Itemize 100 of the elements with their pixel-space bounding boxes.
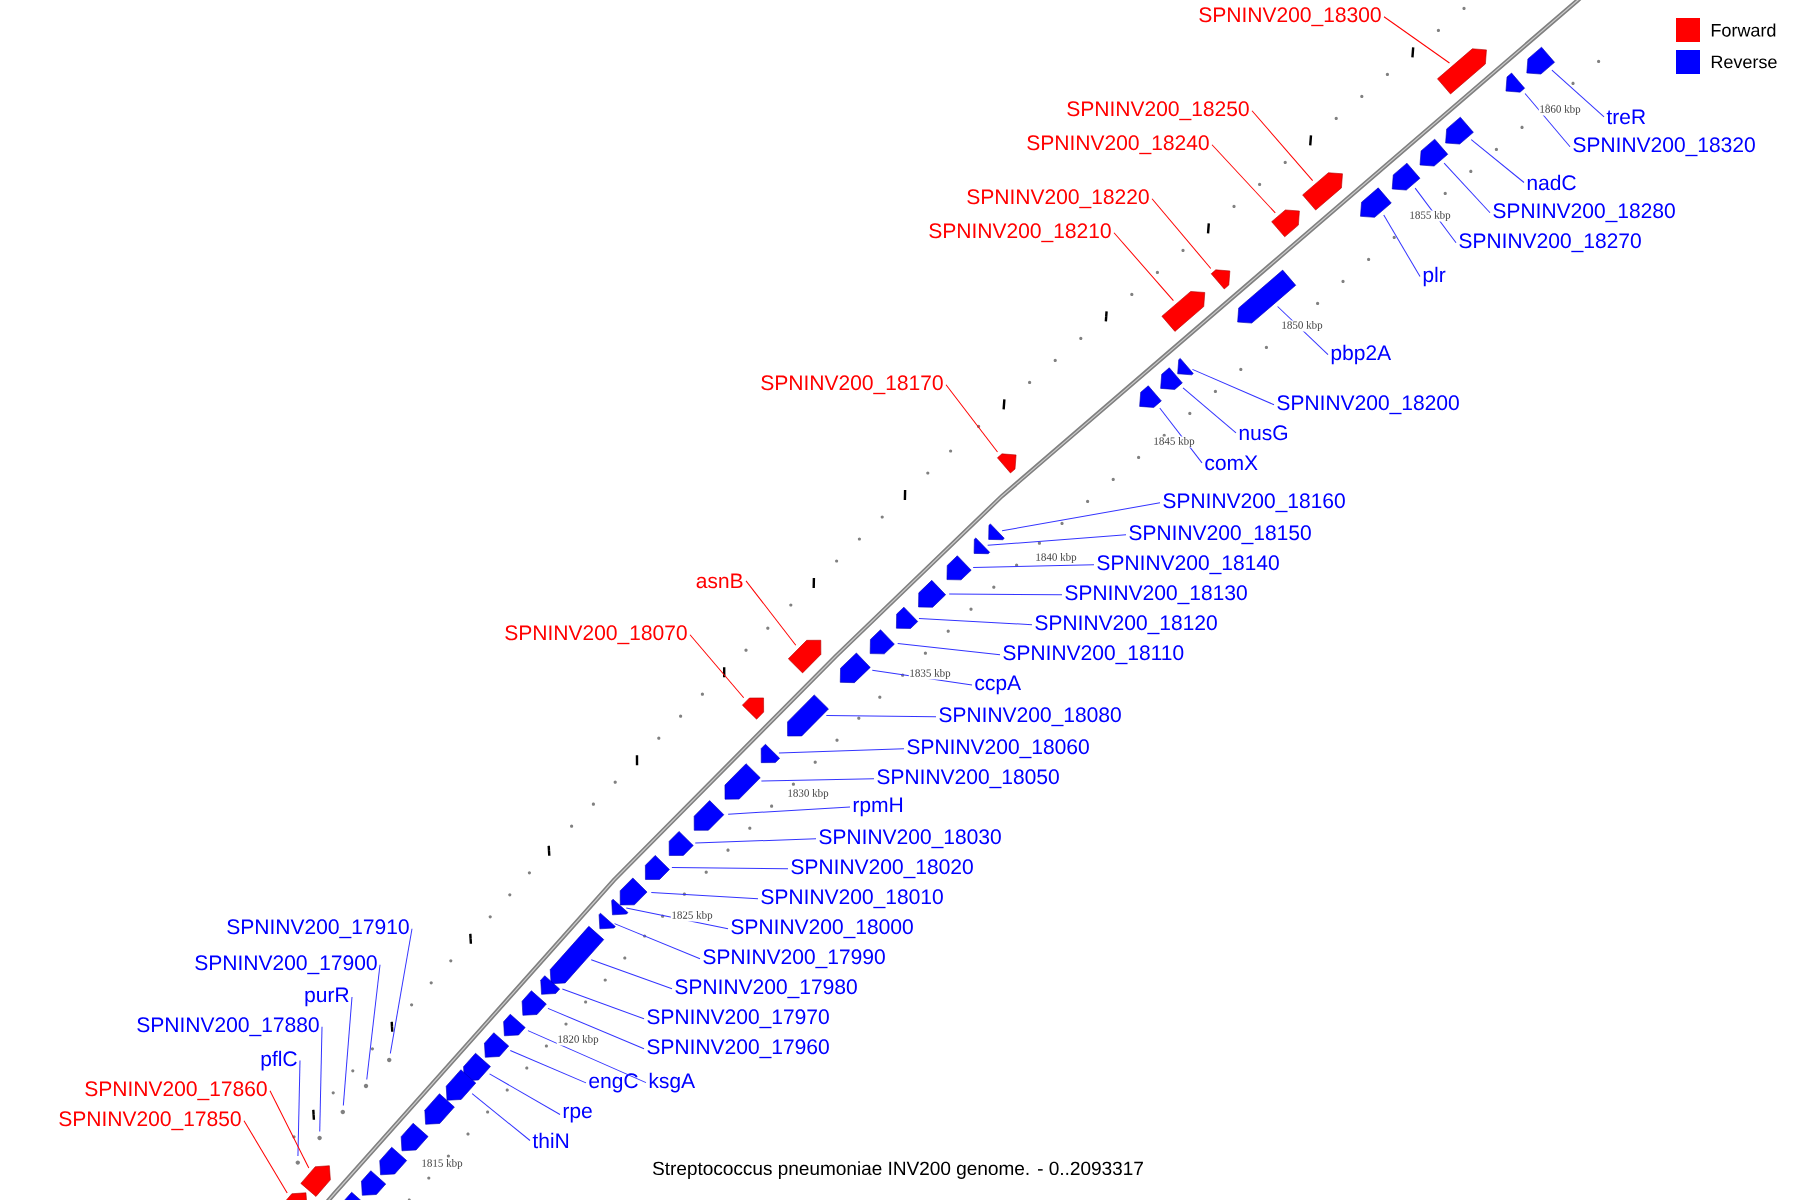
caption: Streptococcus pneumoniae INV200 genome. - 0..2093317 (652, 1161, 1143, 1179)
gene-label: SPNINV200_18030 (819, 829, 1001, 849)
gene-block (1177, 358, 1194, 376)
gene-block (1160, 367, 1183, 390)
leader-line (1383, 214, 1421, 278)
leader-line (987, 534, 1127, 546)
gene-block (503, 1013, 526, 1037)
leader-line (1211, 144, 1276, 214)
gene-label: SPNINV200_18070 (505, 625, 687, 645)
gene-label: asnB (696, 573, 743, 589)
gene-block (1302, 172, 1343, 211)
gene-block (1419, 138, 1449, 167)
gene-label: SPNINV200_18240 (1027, 135, 1209, 155)
gene-block (788, 639, 822, 674)
leader-line (625, 907, 729, 930)
gene-label: SPNINV200_18250 (1067, 101, 1249, 121)
gene-block (379, 1146, 407, 1176)
leader-line (650, 891, 759, 900)
gene-block (1161, 291, 1206, 332)
gene-block (549, 926, 605, 985)
gene-block (724, 763, 761, 800)
gene-label: SPNINV200_18110 (1003, 645, 1184, 665)
leader-line (489, 1073, 561, 1116)
leader-line (342, 996, 353, 1106)
leader-line (1113, 232, 1174, 302)
leader-line (1470, 139, 1525, 183)
leader-line (1443, 162, 1491, 214)
gene-block (521, 990, 547, 1016)
gene-label: nadC (1527, 174, 1576, 191)
leader-line (614, 923, 701, 960)
leader-line (948, 593, 1063, 596)
gene-label: SPNINV200_17990 (703, 949, 885, 969)
gene-block (344, 1191, 367, 1200)
gene-label: SPNINV200_18010 (761, 889, 943, 909)
gene-label: SPNINV200_18050 (877, 769, 1059, 789)
leader-line (1277, 306, 1329, 356)
leader-line (745, 580, 797, 646)
leader-line (1182, 387, 1237, 434)
gene-label: engC (589, 1073, 638, 1093)
gene-label: SPNINV200_18060 (907, 739, 1089, 759)
gene-block (693, 800, 725, 831)
gene-block (1271, 209, 1300, 238)
gene-block (742, 697, 764, 720)
gene-label: SPNINV200_18280 (1493, 203, 1675, 223)
gene-label: SPNINV200_17850 (59, 1111, 241, 1131)
leader-line (694, 838, 817, 844)
gene-label: SPNINV200_18210 (929, 223, 1111, 243)
gene-label: SPNINV200_17980 (675, 979, 857, 999)
gene-label: SPNINV200_18270 (1459, 233, 1641, 253)
gene-label: SPNINV200_17910 (227, 919, 409, 939)
gene-label: rpe (563, 1106, 592, 1123)
gene-label: SPNINV200_17900 (195, 955, 377, 975)
gene-block (361, 1170, 387, 1196)
leader-line (590, 959, 673, 990)
gene-block (1437, 48, 1487, 95)
leader-line (1551, 69, 1605, 118)
leader-line (1151, 198, 1212, 269)
leader-line (918, 617, 1033, 626)
gene-label: pflC (261, 1050, 297, 1071)
leader-line (471, 1093, 531, 1141)
gene-block (918, 580, 946, 608)
leader-line (825, 715, 937, 718)
gene-label: comX (1205, 455, 1258, 471)
leader-line (1191, 368, 1275, 406)
gene-label: ccpA (975, 675, 1022, 695)
gene-block (619, 877, 648, 906)
gene-block (598, 912, 616, 930)
leader-line (1414, 187, 1457, 244)
leader-line (243, 1120, 288, 1194)
gene-block (840, 652, 871, 683)
leader-line (871, 669, 973, 686)
leader-line (671, 867, 789, 870)
gene-label: SPNINV200_18220 (967, 189, 1149, 209)
leader-line (972, 564, 1095, 568)
gene-block (1526, 46, 1555, 75)
gene-block (896, 606, 919, 629)
gene-label: SPNINV200_17960 (647, 1039, 829, 1059)
leader-line (389, 928, 413, 1054)
leader-line (897, 643, 1001, 656)
gene-label: treR (1606, 109, 1646, 125)
leader-line (1383, 16, 1450, 64)
leader-line (689, 634, 745, 699)
gene-block (668, 831, 694, 856)
gene-block (1139, 385, 1162, 408)
gene-label: SPNINV200_17860 (85, 1081, 267, 1101)
gene-label: SPNINV200_17970 (647, 1009, 829, 1029)
gene-block (760, 743, 780, 763)
gene-label: SPNINV200_18300 (1199, 7, 1381, 27)
gene-label: SPNINV200_18020 (791, 859, 973, 879)
gene-label: thiN (532, 1132, 569, 1149)
gene-block (946, 555, 972, 581)
leader-line (727, 806, 851, 815)
leader-line (547, 1007, 645, 1050)
gene-block (1391, 162, 1421, 191)
gene-label: SPNINV200_17880 (137, 1017, 319, 1037)
leader-line (509, 1049, 587, 1084)
gene-label: ksgA (649, 1072, 696, 1093)
gene-label: SPNINV200_18000 (731, 919, 913, 939)
gene-label: purR (305, 987, 349, 1007)
gene-block (869, 629, 895, 655)
